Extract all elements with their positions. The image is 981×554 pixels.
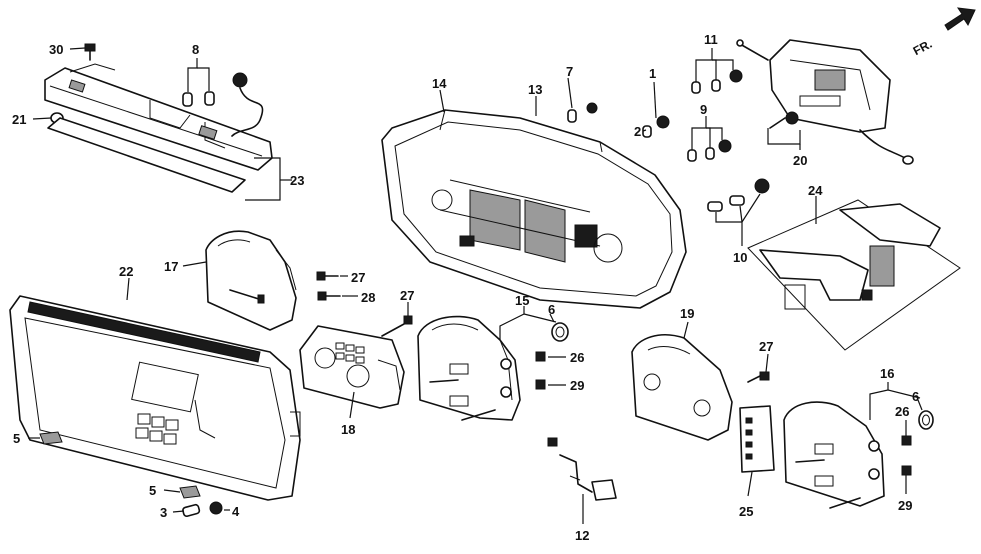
label-part-29-right: 29 xyxy=(898,498,912,513)
label-part-20: 20 xyxy=(793,153,807,168)
label-part-13: 13 xyxy=(528,82,542,97)
washer-6-right-icon xyxy=(918,410,934,430)
label-part-2: 2 xyxy=(634,124,641,139)
label-part-15: 15 xyxy=(515,293,529,308)
label-part-25: 25 xyxy=(739,504,753,519)
label-part-21: 21 xyxy=(12,112,26,127)
screw-30-icon xyxy=(84,43,96,61)
direction-label: FR. xyxy=(911,37,935,58)
label-part-1: 1 xyxy=(649,66,656,81)
label-part-26-left: 26 xyxy=(570,350,584,365)
meter-housing-13 xyxy=(381,109,687,309)
label-part-28: 28 xyxy=(361,290,375,305)
screw-27-upper-icon xyxy=(316,271,339,281)
bracket-12 xyxy=(547,437,617,501)
label-part-8: 8 xyxy=(192,42,199,57)
bulb-2-icon xyxy=(642,125,652,138)
label-part-29-left: 29 xyxy=(570,378,584,393)
label-part-27-right: 27 xyxy=(759,339,773,354)
housing-internal-detail xyxy=(431,179,623,263)
meter-case-22 xyxy=(9,295,301,501)
gauge-dial-19 xyxy=(631,334,733,441)
screw-29-left-icon xyxy=(535,379,546,390)
screw-27-right-icon xyxy=(747,371,770,383)
bulbs-11-icon xyxy=(691,69,743,94)
label-part-16: 16 xyxy=(880,366,894,381)
washer-6-left-icon xyxy=(551,322,569,342)
indicator-row xyxy=(335,342,365,364)
bracket-assembly-24 xyxy=(747,199,961,351)
label-part-5-lower: 5 xyxy=(149,483,156,498)
screw-29-right-icon xyxy=(901,465,912,476)
label-part-14: 14 xyxy=(432,76,447,91)
screw-28-icon xyxy=(317,291,341,301)
label-part-23: 23 xyxy=(290,173,304,188)
connector-25 xyxy=(739,405,775,473)
printed-circuit-16 xyxy=(783,401,885,509)
bulb-7-icon xyxy=(567,102,598,123)
screw-26-left-icon xyxy=(535,351,546,362)
label-part-12: 12 xyxy=(575,528,589,543)
leader-lines xyxy=(28,47,923,524)
socket-4-icon xyxy=(209,501,223,515)
bulbs-9-icon xyxy=(687,139,732,162)
bulb-socket-harness-8 xyxy=(182,72,264,137)
label-part-6-right: 6 xyxy=(912,389,919,404)
screw-27-mid-icon xyxy=(381,315,413,337)
screw-26-right-icon xyxy=(901,435,912,446)
pad-5-upper-icon xyxy=(39,431,63,445)
label-part-19: 19 xyxy=(680,306,694,321)
part-number-labels: 30 21 8 23 14 13 7 1 2 11 9 20 24 10 17 … xyxy=(12,32,919,543)
gauge-dial-17 xyxy=(205,230,297,331)
label-part-24: 24 xyxy=(808,183,823,198)
label-part-7: 7 xyxy=(566,64,573,79)
label-part-18: 18 xyxy=(341,422,355,437)
pad-5-lower-icon xyxy=(179,485,201,499)
front-direction-arrow-icon: FR. xyxy=(911,7,976,58)
label-part-30: 30 xyxy=(49,42,63,57)
bulbs-10-icon xyxy=(707,178,770,212)
switch-grid xyxy=(135,413,179,445)
wire-harness-20 xyxy=(736,39,914,165)
label-part-11: 11 xyxy=(704,32,718,47)
label-part-27-mid: 27 xyxy=(400,288,414,303)
label-part-10: 10 xyxy=(733,250,747,265)
gauge-assembly-18 xyxy=(299,325,405,409)
label-part-5-upper: 5 xyxy=(13,431,20,446)
printed-circuit-15 xyxy=(417,315,521,421)
label-part-3: 3 xyxy=(160,505,167,520)
socket-1-icon xyxy=(656,115,670,129)
label-part-26-right: 26 xyxy=(895,404,909,419)
label-part-4: 4 xyxy=(232,504,240,519)
label-part-9: 9 xyxy=(700,102,707,117)
label-part-22: 22 xyxy=(119,264,133,279)
label-part-17: 17 xyxy=(164,259,178,274)
label-part-6-left: 6 xyxy=(548,302,555,317)
label-part-27-upper: 27 xyxy=(351,270,365,285)
bulb-3-icon xyxy=(182,503,201,518)
